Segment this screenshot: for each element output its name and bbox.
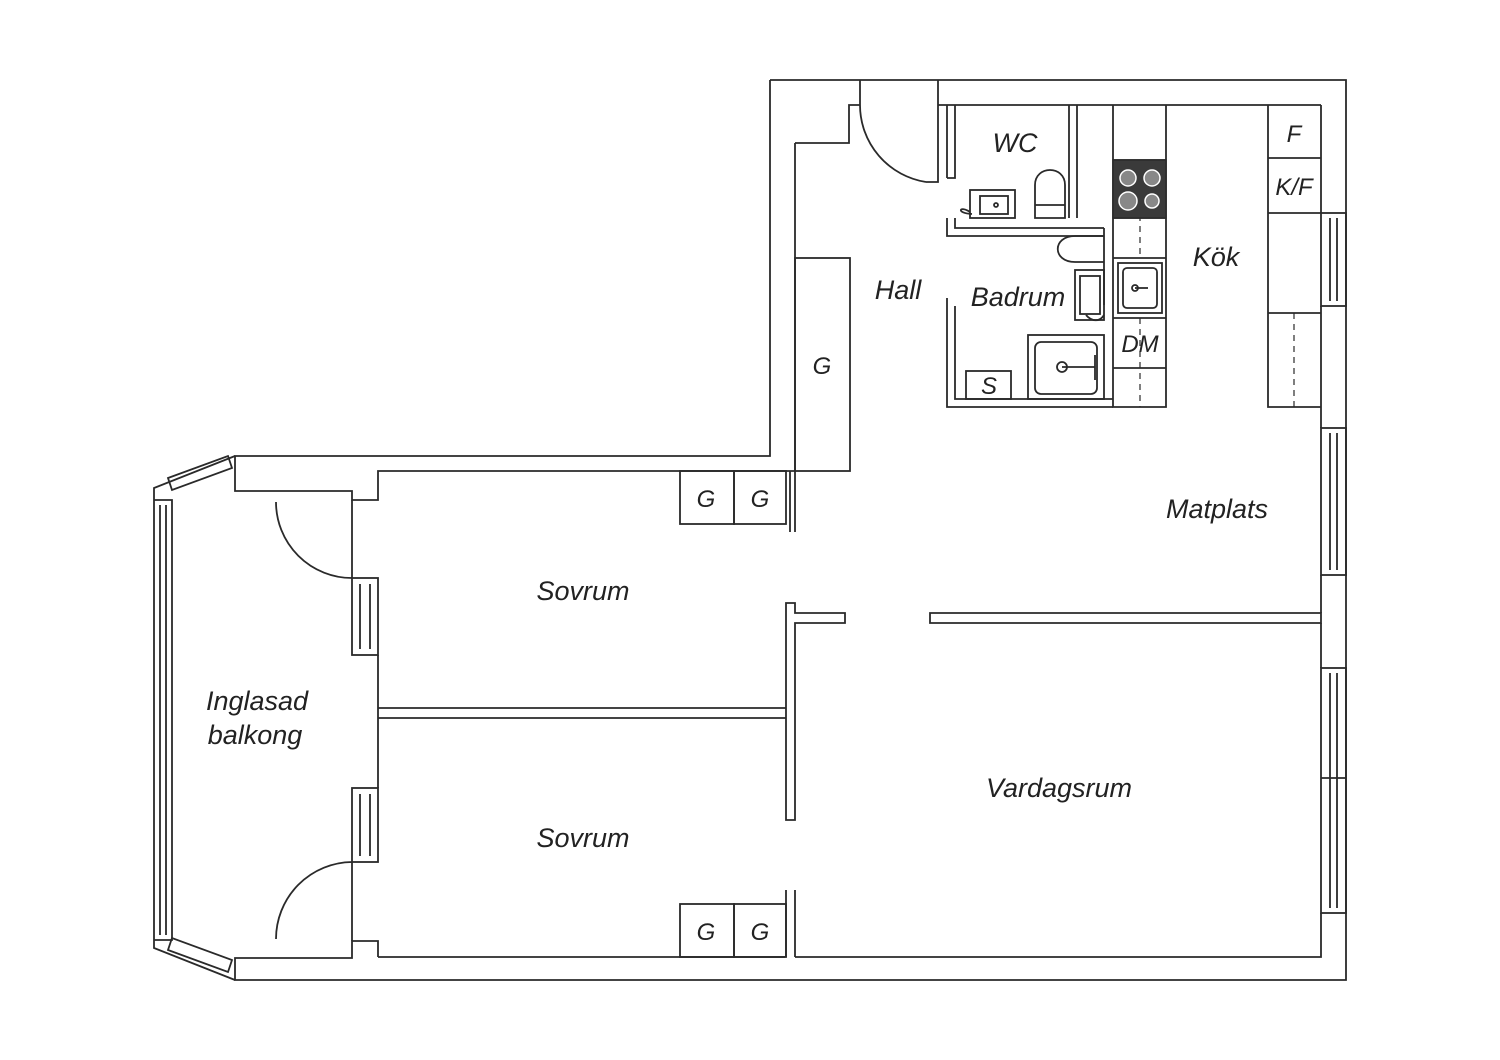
- room-label-wc: WC: [993, 128, 1038, 158]
- windows: [351, 212, 1347, 914]
- stove: [1112, 159, 1167, 219]
- hall-wardrobe: [794, 257, 851, 472]
- fixture-labels: G G G G G S DM F K/F: [697, 121, 1314, 946]
- room-label-sovrum-upper: Sovrum: [536, 576, 629, 606]
- room-label-balkong-line2: balkong: [208, 720, 303, 750]
- wardrobe-label-hall: G: [813, 353, 832, 380]
- wc-fixtures: [959, 169, 1066, 219]
- dishwasher-label: DM: [1121, 331, 1158, 358]
- room-label-badrum: Badrum: [971, 282, 1066, 312]
- wardrobe-label-lower-right: G: [751, 919, 770, 946]
- room-labels: WC Hall Badrum Kök Matplats Sovrum Sovru…: [206, 128, 1268, 853]
- interior-walls: [377, 105, 1322, 957]
- room-label-vardagsrum: Vardagsrum: [986, 773, 1132, 803]
- bedroom-wardrobes: [679, 470, 787, 958]
- shower-label: S: [981, 373, 997, 400]
- balcony-glazing: [153, 454, 236, 981]
- room-label-matplats: Matplats: [1166, 494, 1268, 524]
- doors: [275, 104, 939, 941]
- wardrobe-label-upper-right: G: [751, 486, 770, 513]
- fridge-freezer-label: K/F: [1275, 174, 1314, 201]
- wardrobe-label-upper-left: G: [697, 486, 716, 513]
- wardrobe-label-lower-left: G: [697, 919, 716, 946]
- bathroom-fixtures: [965, 235, 1105, 400]
- room-label-kok: Kök: [1193, 242, 1241, 272]
- room-label-hall: Hall: [875, 275, 923, 305]
- room-label-sovrum-lower: Sovrum: [536, 823, 629, 853]
- freezer-label: F: [1287, 121, 1303, 148]
- room-label-balkong-line1: Inglasad: [206, 686, 309, 716]
